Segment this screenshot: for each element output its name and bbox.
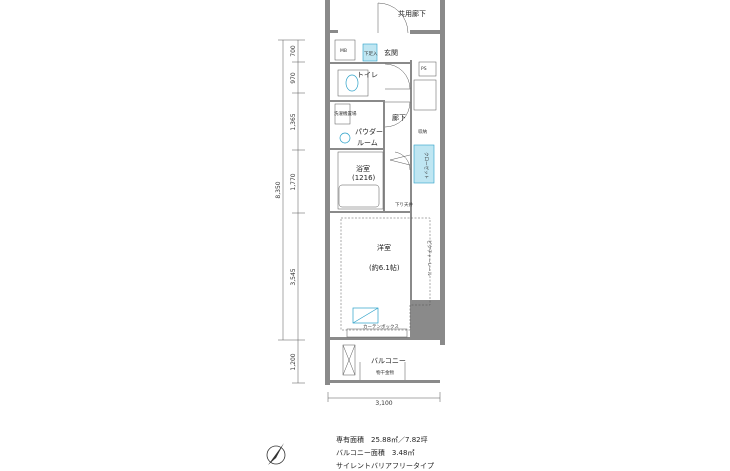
dim-1365: 1,365	[290, 113, 297, 130]
ceiling-label: 下り天井	[395, 201, 413, 208]
dim-700: 700	[290, 45, 297, 57]
dim-1200: 1,200	[290, 353, 297, 370]
north-arrow-icon	[266, 443, 286, 465]
bath-size-label: (1216)	[352, 174, 376, 182]
toilet-label: トイレ	[357, 71, 378, 79]
rail-label: ピクチャーレール	[426, 240, 432, 276]
dimension-lines	[278, 39, 441, 402]
shoe-label: 下足入	[364, 51, 378, 57]
dim-total: 8,350	[275, 181, 282, 198]
closet-label: クローゼット	[423, 152, 430, 179]
ps-label: PS	[421, 66, 427, 72]
bath-label: 浴室	[356, 164, 370, 173]
storage-label: 収納	[418, 128, 427, 135]
private-area: 専有面積 25.88㎡／7.82坪	[336, 436, 428, 444]
powder-room-label-2: ルーム	[357, 139, 378, 147]
balcony-area: バルコニー面積 3.48㎡	[336, 449, 415, 457]
fixtures	[334, 39, 437, 380]
western-room-size: (約6.1帖)	[369, 263, 400, 272]
unit-type: サイレントバリアフリータイプ	[336, 462, 434, 470]
mb-label: MB	[340, 48, 347, 54]
doors[interactable]	[377, 2, 411, 171]
corridor-label: 共用廊下	[398, 9, 426, 18]
walls	[325, 0, 445, 385]
dim-970: 970	[290, 72, 297, 84]
balcony-label: バルコニー	[371, 357, 406, 365]
washer-label: 洗濯機置場	[334, 110, 357, 117]
powder-room-label-1: パウダー	[355, 127, 383, 136]
dim-3545: 3,545	[290, 268, 297, 285]
hanger-label: 物干金物	[376, 369, 394, 376]
entrance-label: 玄関	[384, 48, 398, 57]
dim-width: 3,100	[375, 400, 392, 407]
dim-1770: 1,770	[290, 173, 297, 190]
curtain-box-label: カーテンボックス	[363, 323, 399, 330]
hall-label: 廊下	[392, 113, 406, 122]
western-room-label: 洋室	[377, 243, 391, 252]
